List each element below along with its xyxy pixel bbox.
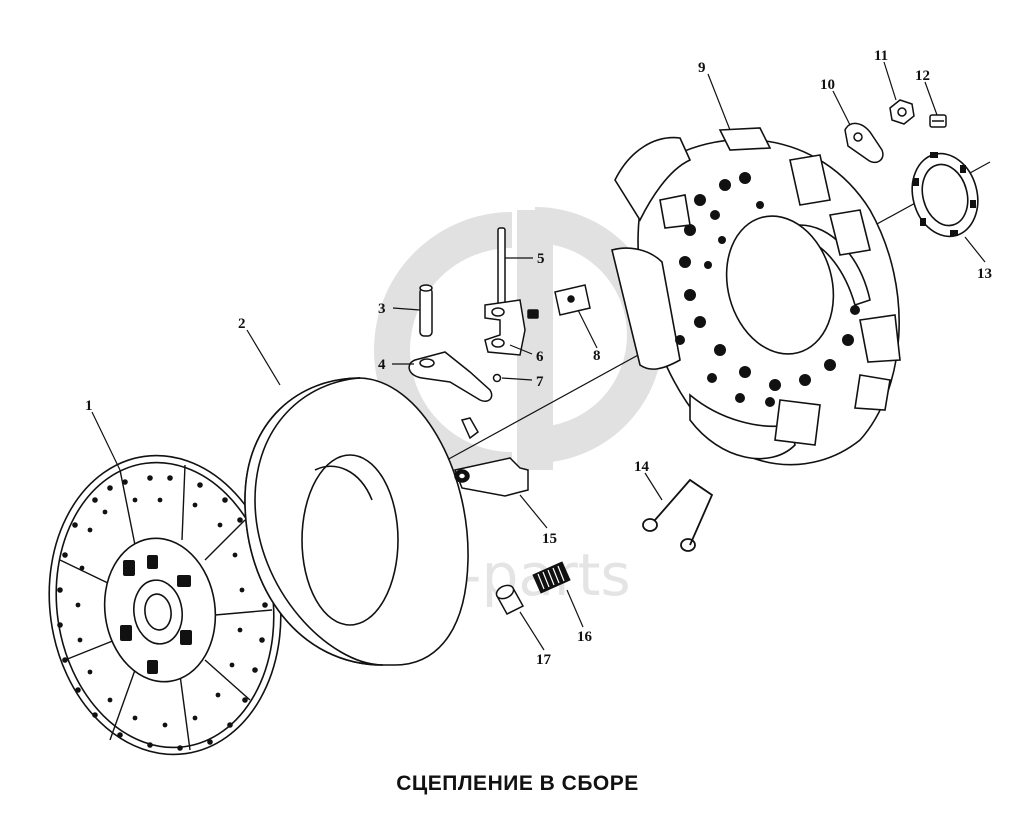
callout-numbers: 1 2 3 4 5 6 7 8 9 10 11 12 13 14 15 16 1… <box>85 48 992 668</box>
callout-2: 2 <box>238 316 246 332</box>
bushing <box>495 584 525 615</box>
eye-bracket <box>484 299 526 356</box>
hardware-top <box>844 99 947 164</box>
callout-16: 16 <box>577 629 593 645</box>
small-nut <box>492 373 502 383</box>
callout-1: 1 <box>85 398 93 414</box>
callout-6: 6 <box>536 349 544 365</box>
callout-14: 14 <box>634 459 650 475</box>
callout-5: 5 <box>537 251 545 267</box>
callout-10: 10 <box>820 77 835 93</box>
callout-3: 3 <box>378 301 386 317</box>
retaining-strap <box>453 417 529 497</box>
callout-11: 11 <box>874 48 888 64</box>
callout-7: 7 <box>536 374 544 390</box>
lock-plate <box>844 122 884 164</box>
pin-part <box>419 287 433 337</box>
callout-15: 15 <box>542 531 557 547</box>
coil-spring <box>532 561 571 594</box>
clutch-cover <box>611 127 901 466</box>
pressure-plate <box>244 377 469 666</box>
callout-4: 4 <box>378 357 386 373</box>
callout-12: 12 <box>915 68 930 84</box>
callout-13: 13 <box>977 266 992 282</box>
leader-lines <box>91 61 986 651</box>
callout-9: 9 <box>698 60 706 76</box>
lever-group <box>408 227 591 402</box>
diagram-title: СЦЕПЛЕНИЕ В СБОРЕ <box>396 772 639 795</box>
release-ring <box>911 152 979 238</box>
release-lever <box>408 351 493 402</box>
clutch-disc <box>48 454 282 756</box>
spring-clip <box>642 478 714 552</box>
callout-8: 8 <box>593 348 601 364</box>
callout-17: 17 <box>536 652 552 668</box>
